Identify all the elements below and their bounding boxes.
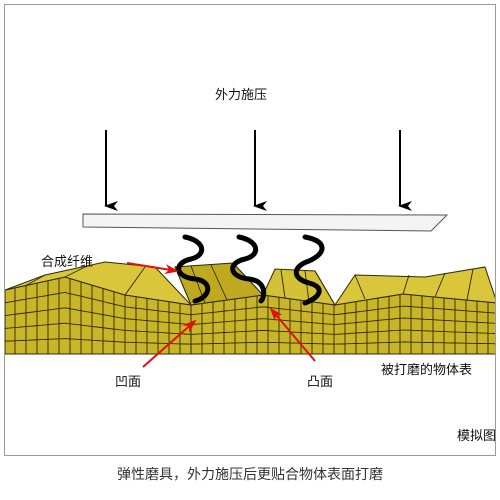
concave-pointer [142, 319, 197, 368]
annotation-arrows [126, 262, 316, 368]
pressure-plate [82, 213, 449, 232]
fiber-spring [230, 234, 267, 304]
diagram-canvas [5, 130, 495, 368]
force-label: 外力施压 [215, 88, 268, 103]
diagram-frame: 外力施压 合成纤维 凹面 凸面 被打磨的物体表 模拟图 [4, 4, 496, 456]
polished-surface [5, 261, 495, 355]
fiber-pointer [126, 262, 179, 275]
simulation-label: 模拟图 [457, 429, 496, 444]
fiber-spring [293, 234, 325, 306]
force-arrows [104, 130, 412, 211]
figure-caption: 弹性磨具，外力施压后更贴合物体表面打磨 [117, 467, 383, 483]
convex-pointer [269, 307, 316, 362]
concave-label: 凹面 [115, 375, 142, 390]
surface-label: 被打磨的物体表 [381, 363, 473, 378]
fiber-label: 合成纤维 [41, 255, 94, 270]
convex-label: 凸面 [307, 375, 334, 390]
